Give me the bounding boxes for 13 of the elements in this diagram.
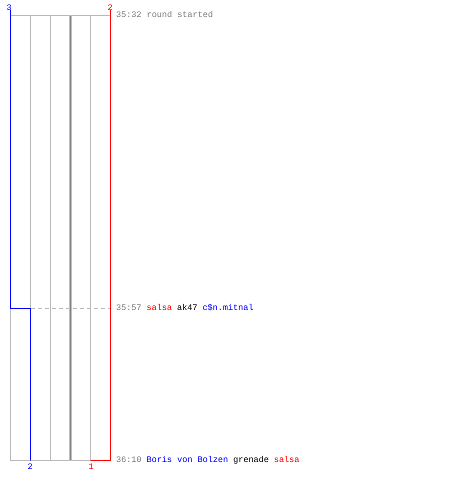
killer-name: Boris von Bolzen: [146, 455, 228, 465]
weapon-name: ak47: [177, 303, 198, 313]
player-count: 2: [27, 462, 33, 472]
victim-name: c$n.mitnal: [202, 303, 254, 313]
killer-name: salsa: [146, 303, 172, 313]
player-count: 2: [107, 3, 113, 13]
victim-name: salsa: [274, 455, 300, 465]
player-count: 3: [6, 3, 12, 13]
player-count: 1: [88, 462, 94, 472]
event-text: 35:32 round started: [116, 10, 213, 20]
weapon-name: grenade: [233, 455, 269, 465]
timestamp: 35:57: [116, 303, 142, 313]
timestamp: 36:10: [116, 455, 142, 465]
